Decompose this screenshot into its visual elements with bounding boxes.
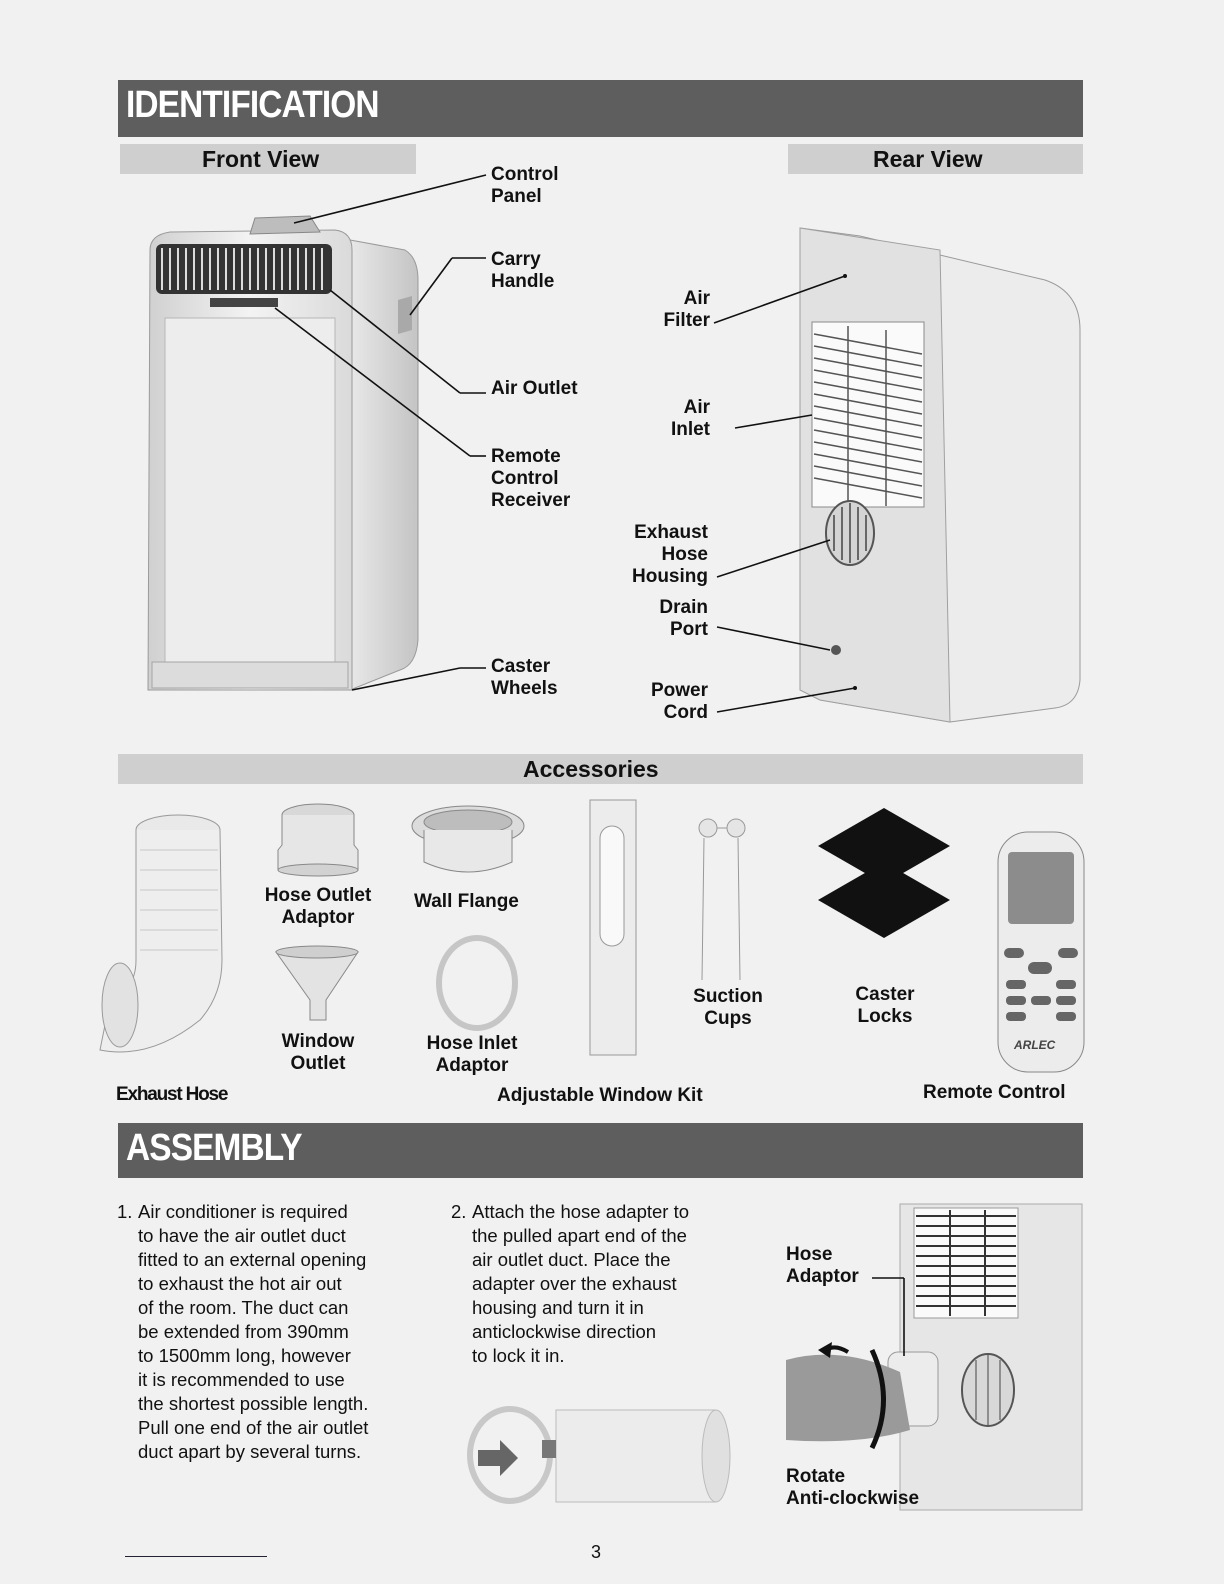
air-filter-label: Air Filter xyxy=(663,288,710,331)
caster-locks-label: Caster Locks xyxy=(855,984,915,1027)
remote-brand-logo: ARLEC xyxy=(1014,1038,1056,1052)
remote-receiver-label: Remote Control Receiver xyxy=(491,446,571,511)
page-number: 3 xyxy=(591,1542,602,1562)
power-cord-label: Power Cord xyxy=(650,680,708,723)
step-1-number: 1. xyxy=(117,1201,133,1222)
front-view-title: Front View xyxy=(202,146,320,172)
rear-unit-assembly-icon xyxy=(786,1203,1083,1511)
rotate-label: Rotate Anti-clockwise xyxy=(786,1466,920,1509)
identification-banner: IDENTIFICATION xyxy=(118,80,1083,137)
hose-adaptor-label: Hose Adaptor xyxy=(786,1244,859,1287)
wall-flange-label: Wall Flange xyxy=(414,891,519,912)
step-2-number: 2. xyxy=(451,1201,467,1222)
identification-title: IDENTIFICATION xyxy=(126,84,380,126)
exhaust-housing-label: Exhaust Hose Housing xyxy=(632,522,708,587)
rear-view-title: Rear View xyxy=(873,146,983,172)
rear-view-header: Rear View xyxy=(788,144,1083,174)
air-outlet-label: Air Outlet xyxy=(491,378,578,399)
step-1-text: Air conditioner is required to have the … xyxy=(138,1201,369,1462)
caster-locks-icon xyxy=(818,808,950,938)
control-panel-label: Control Panel xyxy=(491,164,559,207)
front-view-header: Front View xyxy=(120,144,416,174)
hose-inlet-adaptor-icon xyxy=(436,935,518,1031)
suction-cups-icon xyxy=(698,818,746,981)
drain-port-label: Drain Port xyxy=(659,597,708,640)
accessories-header: Accessories xyxy=(118,754,1083,784)
hose-inlet-adaptor-label: Hose Inlet Adaptor xyxy=(426,1033,518,1076)
window-outlet-icon xyxy=(275,945,359,1021)
assembly-banner: ASSEMBLY xyxy=(118,1123,1083,1178)
arrow-right-icon xyxy=(478,1440,518,1476)
caster-wheels-label: Caster Wheels xyxy=(491,656,558,699)
air-inlet-label: Air Inlet xyxy=(670,397,710,440)
window-kit-icon xyxy=(589,799,637,1056)
remote-control-icon xyxy=(997,831,1085,1073)
window-kit-label: Adjustable Window Kit xyxy=(497,1085,703,1106)
remote-control-label: Remote Control xyxy=(923,1082,1066,1103)
hose-adaptor-leader xyxy=(872,1277,905,1356)
carry-handle-label: Carry Handle xyxy=(491,249,555,292)
footer-rule xyxy=(125,1556,267,1557)
hose-outlet-adaptor-icon xyxy=(277,803,359,877)
step-2-text: Attach the hose adapter to the pulled ap… xyxy=(472,1201,690,1366)
assembly-title: ASSEMBLY xyxy=(126,1127,303,1169)
accessories-title: Accessories xyxy=(523,756,659,782)
hose-outlet-adaptor-label: Hose Outlet Adaptor xyxy=(264,885,372,928)
duct-ring-icon xyxy=(467,1406,731,1504)
wall-flange-icon xyxy=(411,805,525,873)
suction-cups-label: Suction Cups xyxy=(693,986,763,1029)
exhaust-hose-icon xyxy=(99,814,223,1053)
exhaust-hose-label: Exhaust Hose xyxy=(116,1084,228,1105)
window-outlet-label: Window Outlet xyxy=(281,1031,355,1074)
